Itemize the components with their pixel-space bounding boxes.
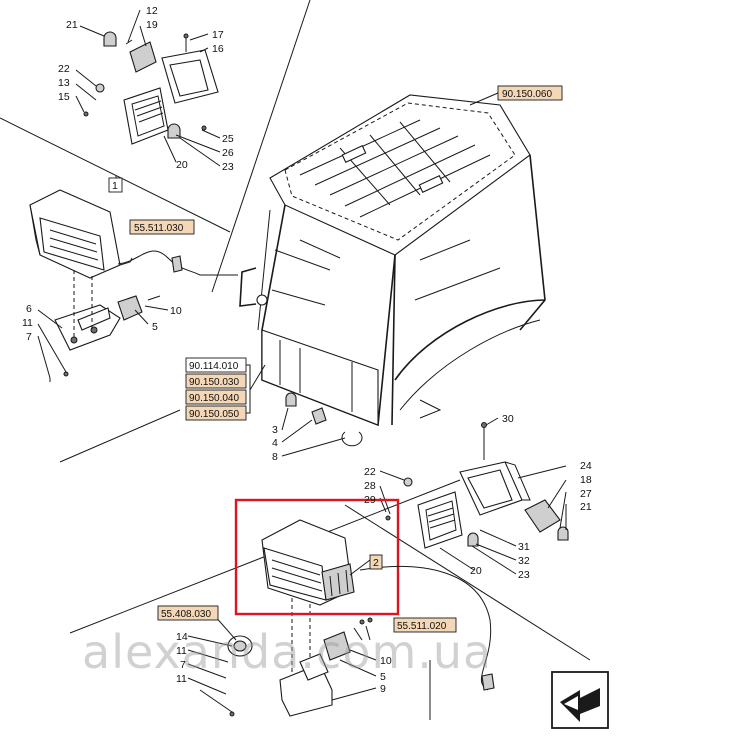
svg-text:90.150.040: 90.150.040 (189, 393, 239, 404)
callout-24: 24 (580, 460, 592, 472)
callout-23: 23 (222, 161, 234, 173)
ref-90150050[interactable]: 90.150.050 (185, 405, 247, 421)
callout-12: 12 (146, 5, 158, 17)
svg-text:90.150.050: 90.150.050 (189, 409, 239, 420)
upper-left-lamp-group (75, 9, 221, 167)
lower-mount-group (187, 566, 495, 720)
callout-4: 4 (272, 437, 278, 449)
callout-3: 3 (272, 424, 278, 436)
callout-11c: 11 (176, 673, 187, 685)
callout-17: 17 (212, 29, 224, 41)
ref-55511020[interactable]: 55.511.020 (393, 617, 457, 633)
callout-10b: 10 (380, 655, 392, 667)
callout-5: 5 (152, 321, 158, 333)
ref-55511030[interactable]: 55.511.030 (129, 219, 195, 235)
ref-90150030[interactable]: 90.150.030 (185, 373, 247, 389)
callout-13: 13 (58, 77, 70, 89)
callout-labels: 21 12 19 17 16 22 13 15 25 26 20 23 1 6 … (22, 5, 592, 695)
ref-55408030[interactable]: 55.408.030 (157, 605, 219, 621)
callout-26: 26 (222, 147, 234, 159)
callout-10: 10 (170, 305, 182, 317)
callout-2: 2 (373, 557, 379, 569)
callout-20: 20 (176, 159, 188, 171)
svg-text:90.150.030: 90.150.030 (189, 377, 239, 388)
callout-25: 25 (222, 133, 234, 145)
next-view-arrow-icon (551, 671, 609, 729)
callout-19: 19 (146, 19, 158, 31)
callout-1-box (108, 177, 123, 193)
svg-text:90.150.060: 90.150.060 (502, 89, 552, 100)
callout-23b: 23 (518, 569, 530, 581)
callout-28: 28 (364, 480, 376, 492)
callout-1: 1 (112, 180, 118, 192)
callout-9: 9 (380, 683, 386, 695)
ref-90150040[interactable]: 90.150.040 (185, 389, 247, 405)
callout-20b: 20 (470, 565, 482, 577)
callout-7: 7 (26, 331, 32, 343)
cab-assembly (239, 94, 546, 427)
callout-7b: 7 (180, 659, 186, 671)
watermark: alexanda.com.ua (82, 625, 492, 679)
callout-21: 21 (66, 19, 78, 31)
svg-text:55.408.030: 55.408.030 (161, 609, 211, 620)
right-lamp-group (379, 417, 569, 575)
callout-14: 14 (176, 631, 188, 643)
callout-22b: 22 (364, 466, 376, 478)
left-work-lamp (29, 176, 238, 382)
svg-text:90.114.010: 90.114.010 (189, 361, 239, 372)
callout-15: 15 (58, 91, 70, 103)
svg-text:55.511.030: 55.511.030 (134, 223, 184, 234)
callout-30: 30 (502, 413, 514, 425)
callout-11b: 11 (176, 645, 187, 657)
ref-90114010[interactable]: 90.114.010 (185, 357, 247, 373)
callout-16: 16 (212, 43, 224, 55)
callout-29: 29 (364, 494, 376, 506)
callout-21b: 21 (580, 501, 592, 513)
callout-27: 27 (580, 488, 592, 500)
callout-5b: 5 (380, 671, 386, 683)
highlight-frame (234, 498, 400, 616)
callout-18: 18 (580, 474, 592, 486)
callout-31: 31 (518, 541, 530, 553)
callout-32: 32 (518, 555, 530, 567)
ref-90150060[interactable]: 90.150.060 (497, 85, 563, 101)
callout-8: 8 (272, 451, 278, 463)
callout-11: 11 (22, 317, 33, 329)
svg-text:55.511.020: 55.511.020 (397, 621, 447, 632)
center-small-parts (281, 392, 363, 457)
callout-22: 22 (58, 63, 70, 75)
callout-2-box (369, 554, 383, 570)
callout-6: 6 (26, 303, 32, 315)
highlighted-work-lamp (261, 519, 371, 700)
